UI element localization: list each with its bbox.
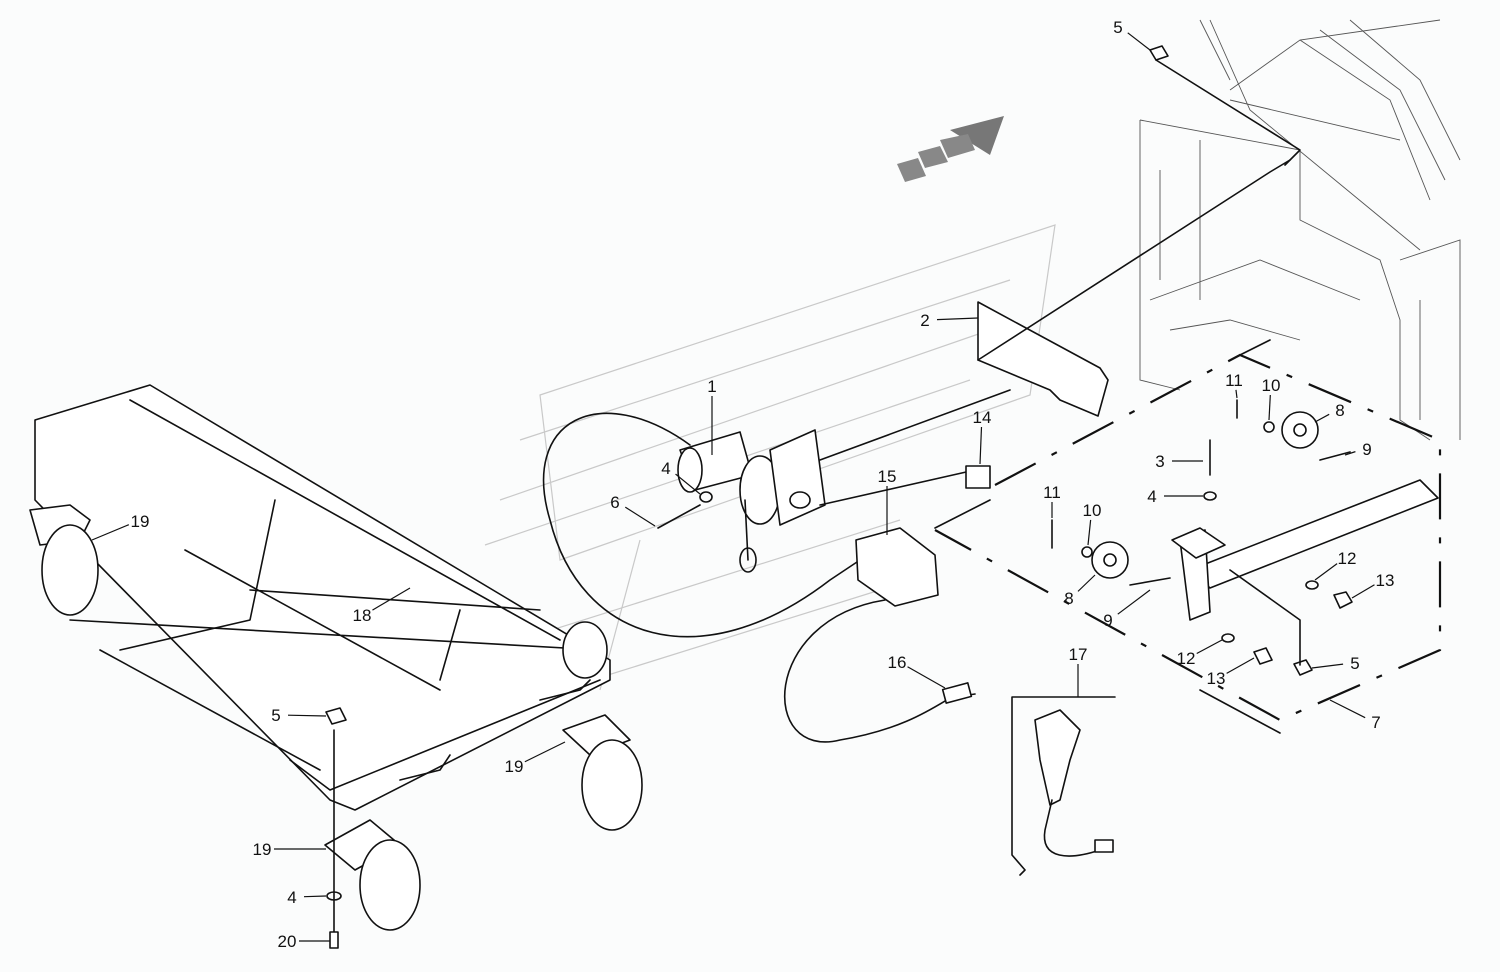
callout-leader-line (524, 741, 566, 763)
callout-leader-line (1314, 413, 1330, 423)
winch (657, 389, 1011, 573)
callout-number-1: 1 (707, 377, 716, 396)
assembly-outline (934, 353, 1442, 722)
callout-number-13: 13 (1207, 669, 1226, 688)
callout-number-12: 12 (1177, 649, 1196, 668)
sensor-inset (1011, 696, 1116, 876)
callout-number-18: 18 (353, 606, 372, 625)
callout-leader-line (624, 506, 656, 527)
caster-wheel (324, 707, 421, 949)
roller-assembly (1051, 45, 1439, 676)
callout-leader-line (372, 587, 411, 611)
callout-number-19: 19 (253, 840, 272, 859)
callout-leader-line (1344, 451, 1356, 456)
callout-number-12: 12 (1338, 549, 1357, 568)
callout-number-8: 8 (1335, 401, 1344, 420)
callout-number-11: 11 (1225, 371, 1243, 390)
callout-leader-line (907, 666, 946, 689)
caster-wheel (29, 504, 99, 616)
callout-number-9: 9 (1103, 611, 1112, 630)
callout-leader-line (979, 426, 983, 465)
control-box (855, 527, 939, 607)
callout-number-5: 5 (1113, 18, 1122, 37)
mounting-plate (977, 301, 1109, 417)
callout-leader-line (1329, 699, 1366, 719)
callout-leader-line (1077, 574, 1096, 592)
callout-leader-line (1235, 389, 1238, 399)
callout-number-16: 16 (888, 653, 907, 672)
callout-leader-line (1117, 589, 1151, 615)
callout-number-4: 4 (1147, 487, 1156, 506)
callout-leader-line (303, 895, 327, 898)
callout-number-17: 17 (1069, 645, 1088, 664)
callout-number-9: 9 (1362, 440, 1371, 459)
callout-leader-line (1268, 394, 1271, 421)
callout-number-7: 7 (1371, 713, 1380, 732)
trolley-frame (34, 384, 611, 811)
direction-arrow-icon (897, 116, 1004, 182)
callout-leader-line (675, 473, 701, 495)
callout-leader-line (1351, 584, 1375, 599)
callout-number-4: 4 (287, 888, 296, 907)
callout-number-5: 5 (1350, 654, 1359, 673)
callout-number-10: 10 (1083, 501, 1102, 520)
callout-number-8: 8 (1064, 589, 1073, 608)
callout-leader-line (1226, 657, 1255, 674)
callout-number-3: 3 (1155, 452, 1164, 471)
watermark-logo (484, 224, 1056, 691)
callout-leader-line (1127, 32, 1151, 51)
caster-wheel (562, 714, 643, 831)
winch-cable (542, 412, 861, 638)
machine-frame (1139, 19, 1461, 441)
callout-number-13: 13 (1376, 571, 1395, 590)
callout-leader-line (1314, 563, 1338, 581)
callout-number-4: 4 (661, 459, 670, 478)
callout-number-15: 15 (878, 467, 897, 486)
callout-number-2: 2 (920, 311, 929, 330)
callout-number-10: 10 (1262, 376, 1281, 395)
callout-leader-line (287, 714, 327, 717)
callout-number-14: 14 (973, 408, 992, 427)
callout-number-19: 19 (131, 512, 150, 531)
callout-number-11: 11 (1043, 483, 1061, 502)
callout-leader-line (1311, 663, 1344, 669)
callout-leader-line (1087, 519, 1092, 546)
callout-leader-line (936, 317, 979, 321)
switch (965, 465, 991, 489)
callout-leader-line (91, 524, 130, 541)
callout-leader-line (1196, 639, 1223, 655)
callout-number-19: 19 (505, 757, 524, 776)
callout-number-20: 20 (278, 932, 297, 951)
callout-number-5: 5 (271, 706, 280, 725)
callout-number-6: 6 (610, 493, 619, 512)
